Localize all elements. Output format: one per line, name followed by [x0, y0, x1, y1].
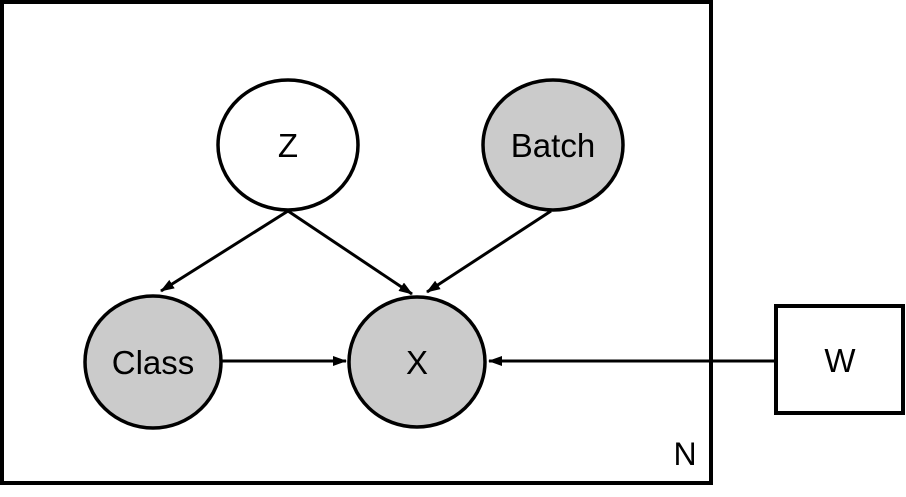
node-x: X: [347, 295, 487, 429]
node-class-label: Class: [112, 344, 195, 381]
node-w-rect: [774, 304, 905, 415]
node-batch: Batch: [481, 78, 625, 212]
plate-boundary: [0, 0, 713, 485]
node-z: Z: [216, 78, 360, 212]
node-class-circle: [83, 294, 223, 430]
edge-z-to-x: [287, 209, 413, 296]
node-class: Class: [83, 294, 223, 430]
plate-count-label: N: [673, 436, 696, 472]
node-batch-circle: [481, 78, 625, 212]
node-z-circle: [216, 78, 360, 212]
node-w: W: [774, 304, 905, 415]
edge-batch-to-x: [426, 209, 552, 294]
node-x-circle: [347, 295, 487, 429]
node-z-label: Z: [278, 127, 298, 164]
node-w-label: W: [824, 342, 856, 379]
node-x-label: X: [406, 344, 428, 381]
node-batch-label: Batch: [511, 127, 595, 164]
edge-z-to-class: [160, 209, 289, 293]
